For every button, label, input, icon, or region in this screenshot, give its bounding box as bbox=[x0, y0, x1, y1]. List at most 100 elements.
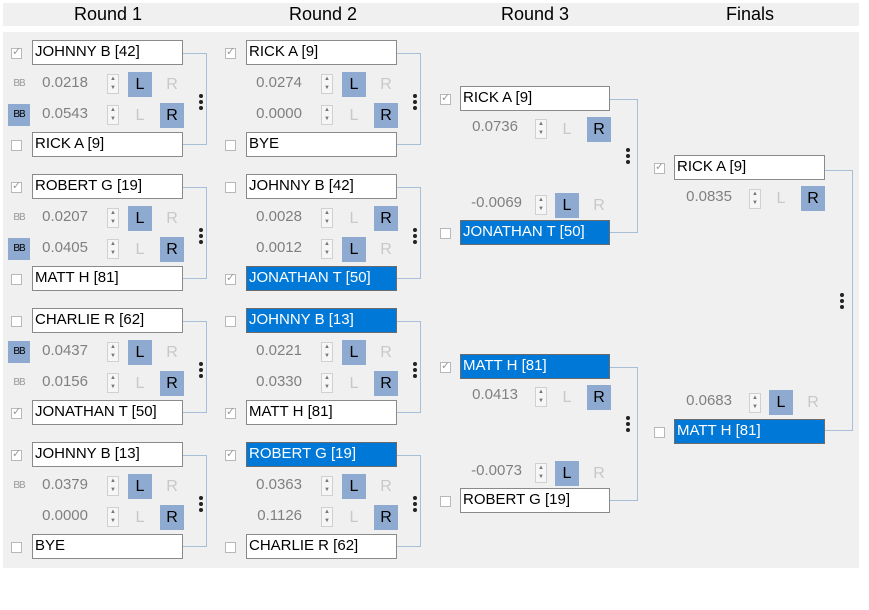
spin-up-arrow-icon[interactable]: ▲ bbox=[324, 210, 330, 216]
spin-up-arrow-icon[interactable]: ▲ bbox=[324, 478, 330, 484]
left-pick-button[interactable]: L bbox=[349, 509, 359, 526]
seed-checkbox[interactable] bbox=[225, 447, 236, 461]
seed-checkbox[interactable] bbox=[225, 316, 236, 327]
left-pick-button[interactable]: L bbox=[349, 210, 359, 227]
seed-checkbox[interactable] bbox=[225, 45, 236, 59]
seed-checkbox[interactable] bbox=[654, 427, 665, 438]
right-pick-button[interactable]: R bbox=[166, 344, 178, 361]
bye-bracket-tag[interactable]: BB bbox=[13, 78, 25, 89]
left-pick-button[interactable]: L bbox=[135, 509, 145, 526]
score-spinner[interactable]: ▲▼ bbox=[107, 476, 119, 496]
spin-down-arrow-icon[interactable]: ▼ bbox=[324, 518, 330, 524]
spin-down-arrow-icon[interactable]: ▼ bbox=[110, 85, 116, 91]
spin-down-arrow-icon[interactable]: ▼ bbox=[110, 518, 116, 524]
left-pick-button[interactable]: L bbox=[562, 121, 572, 138]
spin-up-arrow-icon[interactable]: ▲ bbox=[110, 478, 116, 484]
competitor-name-field[interactable]: JONATHAN T [50] bbox=[246, 266, 397, 291]
more-options-icon[interactable] bbox=[412, 362, 418, 378]
seed-checkbox[interactable] bbox=[11, 274, 22, 285]
seed-checkbox[interactable] bbox=[440, 91, 451, 105]
competitor-name-field[interactable]: BYE bbox=[32, 534, 183, 559]
left-pick-button[interactable]: L bbox=[135, 107, 145, 124]
left-pick-button[interactable]: L bbox=[349, 375, 359, 392]
right-pick-button[interactable]: R bbox=[593, 465, 605, 482]
competitor-name-field[interactable]: JONATHAN T [50] bbox=[32, 400, 183, 425]
spin-up-arrow-icon[interactable]: ▲ bbox=[538, 465, 544, 471]
spin-down-arrow-icon[interactable]: ▼ bbox=[110, 250, 116, 256]
spin-up-arrow-icon[interactable]: ▲ bbox=[110, 375, 116, 381]
spin-up-arrow-icon[interactable]: ▲ bbox=[110, 76, 116, 82]
bye-bracket-tag[interactable]: BB bbox=[8, 238, 30, 260]
score-spinner[interactable]: ▲▼ bbox=[535, 463, 547, 483]
spin-up-arrow-icon[interactable]: ▲ bbox=[324, 509, 330, 515]
score-spinner[interactable]: ▲▼ bbox=[107, 373, 119, 393]
more-options-icon[interactable] bbox=[198, 362, 204, 378]
more-options-icon[interactable] bbox=[839, 293, 845, 309]
left-pick-button[interactable]: L bbox=[135, 241, 145, 258]
spin-up-arrow-icon[interactable]: ▲ bbox=[752, 395, 758, 401]
left-pick-button[interactable]: L bbox=[135, 375, 145, 392]
right-pick-button[interactable]: R bbox=[160, 505, 184, 530]
more-options-icon[interactable] bbox=[198, 228, 204, 244]
left-pick-button[interactable]: L bbox=[562, 389, 572, 406]
competitor-name-field[interactable]: RICK A [9] bbox=[674, 155, 825, 180]
score-spinner[interactable]: ▲▼ bbox=[107, 105, 119, 125]
spin-up-arrow-icon[interactable]: ▲ bbox=[324, 344, 330, 350]
right-pick-button[interactable]: R bbox=[166, 478, 178, 495]
left-pick-button[interactable]: L bbox=[128, 206, 152, 231]
left-pick-button[interactable]: L bbox=[128, 474, 152, 499]
spin-down-arrow-icon[interactable]: ▼ bbox=[538, 130, 544, 136]
score-spinner[interactable]: ▲▼ bbox=[321, 105, 333, 125]
right-pick-button[interactable]: R bbox=[587, 117, 611, 142]
score-spinner[interactable]: ▲▼ bbox=[321, 239, 333, 259]
seed-checkbox[interactable] bbox=[11, 140, 22, 151]
right-pick-button[interactable]: R bbox=[166, 76, 178, 93]
score-spinner[interactable]: ▲▼ bbox=[321, 74, 333, 94]
competitor-name-field[interactable]: JOHNNY B [42] bbox=[246, 174, 397, 199]
competitor-name-field[interactable]: MATT H [81] bbox=[460, 354, 610, 379]
spin-down-arrow-icon[interactable]: ▼ bbox=[538, 398, 544, 404]
seed-checkbox[interactable] bbox=[225, 140, 236, 151]
competitor-name-field[interactable]: JOHNNY B [13] bbox=[246, 308, 397, 333]
bye-bracket-tag[interactable]: BB bbox=[13, 377, 25, 388]
spin-up-arrow-icon[interactable]: ▲ bbox=[538, 121, 544, 127]
seed-checkbox[interactable] bbox=[225, 182, 236, 193]
seed-checkbox[interactable] bbox=[11, 447, 22, 461]
score-spinner[interactable]: ▲▼ bbox=[107, 74, 119, 94]
spin-up-arrow-icon[interactable]: ▲ bbox=[110, 210, 116, 216]
right-pick-button[interactable]: R bbox=[380, 76, 392, 93]
right-pick-button[interactable]: R bbox=[801, 186, 825, 211]
left-pick-button[interactable]: L bbox=[349, 107, 359, 124]
spin-up-arrow-icon[interactable]: ▲ bbox=[752, 191, 758, 197]
more-options-icon[interactable] bbox=[198, 496, 204, 512]
spin-down-arrow-icon[interactable]: ▼ bbox=[324, 85, 330, 91]
spin-down-arrow-icon[interactable]: ▼ bbox=[110, 487, 116, 493]
right-pick-button[interactable]: R bbox=[374, 505, 398, 530]
competitor-name-field[interactable]: MATT H [81] bbox=[246, 400, 397, 425]
left-pick-button[interactable]: L bbox=[342, 72, 366, 97]
competitor-name-field[interactable]: BYE bbox=[246, 132, 397, 157]
score-spinner[interactable]: ▲▼ bbox=[107, 208, 119, 228]
competitor-name-field[interactable]: MATT H [81] bbox=[674, 419, 825, 444]
right-pick-button[interactable]: R bbox=[380, 478, 392, 495]
score-spinner[interactable]: ▲▼ bbox=[107, 342, 119, 362]
seed-checkbox[interactable] bbox=[11, 405, 22, 419]
seed-checkbox[interactable] bbox=[440, 228, 451, 239]
spin-down-arrow-icon[interactable]: ▼ bbox=[324, 219, 330, 225]
spin-up-arrow-icon[interactable]: ▲ bbox=[110, 509, 116, 515]
score-spinner[interactable]: ▲▼ bbox=[535, 119, 547, 139]
spin-down-arrow-icon[interactable]: ▼ bbox=[538, 206, 544, 212]
spin-down-arrow-icon[interactable]: ▼ bbox=[752, 404, 758, 410]
right-pick-button[interactable]: R bbox=[374, 371, 398, 396]
right-pick-button[interactable]: R bbox=[374, 206, 398, 231]
right-pick-button[interactable]: R bbox=[587, 385, 611, 410]
spin-up-arrow-icon[interactable]: ▲ bbox=[110, 107, 116, 113]
competitor-name-field[interactable]: RICK A [9] bbox=[460, 86, 610, 111]
spin-down-arrow-icon[interactable]: ▼ bbox=[324, 353, 330, 359]
left-pick-button[interactable]: L bbox=[128, 340, 152, 365]
right-pick-button[interactable]: R bbox=[160, 237, 184, 262]
score-spinner[interactable]: ▲▼ bbox=[321, 373, 333, 393]
competitor-name-field[interactable]: CHARLIE R [62] bbox=[32, 308, 183, 333]
spin-down-arrow-icon[interactable]: ▼ bbox=[324, 250, 330, 256]
spin-down-arrow-icon[interactable]: ▼ bbox=[324, 487, 330, 493]
